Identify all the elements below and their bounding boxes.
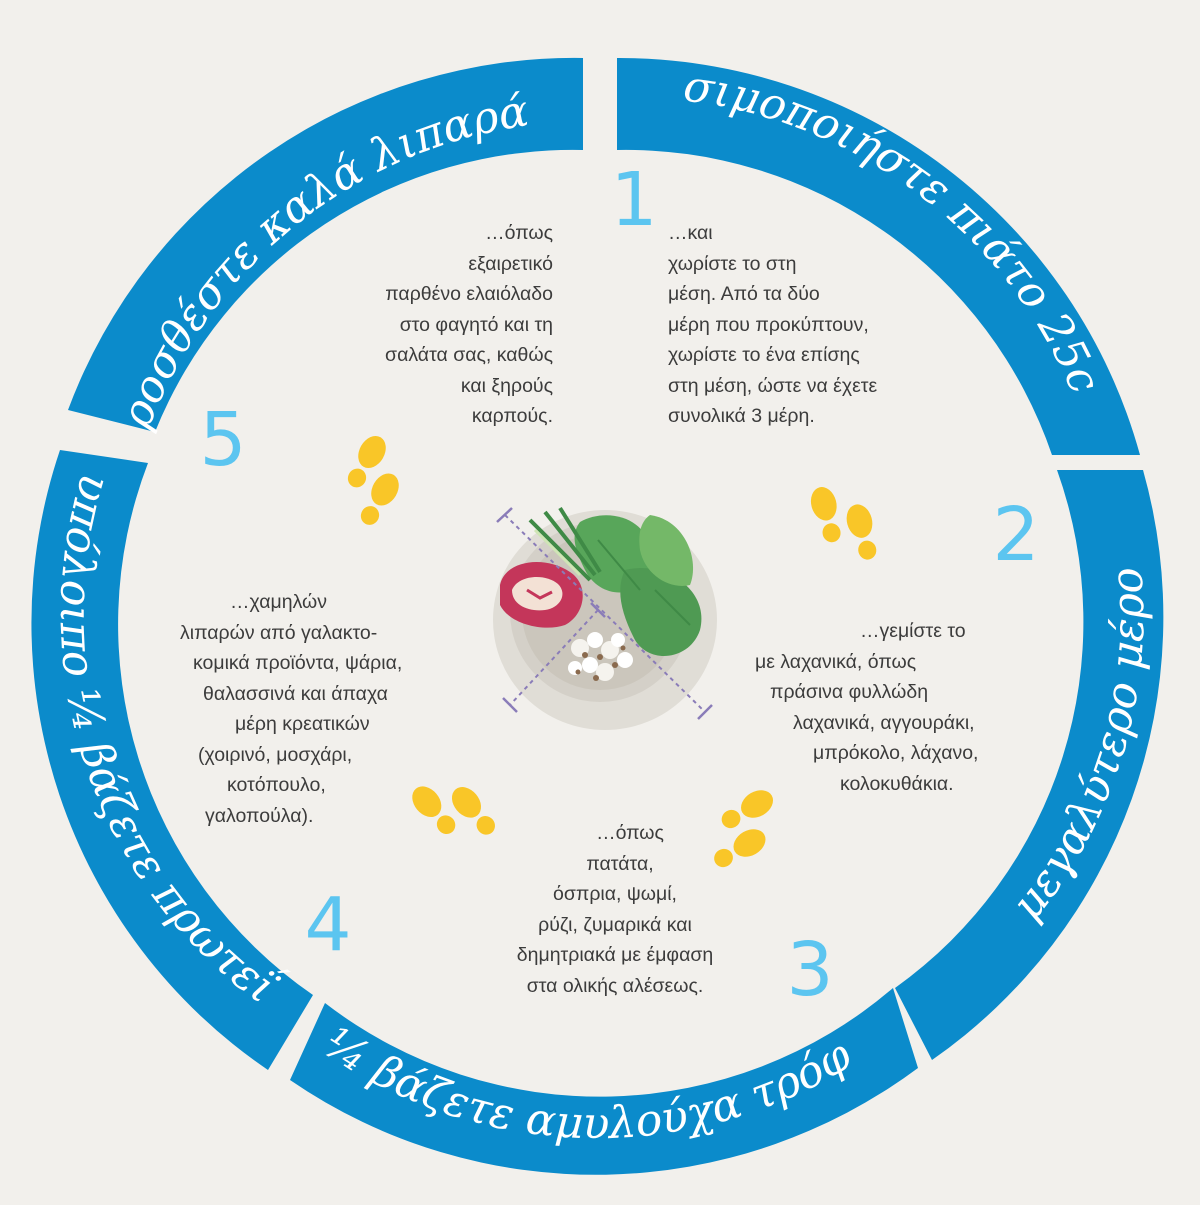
step-4-line: …χαμηλών <box>230 591 327 613</box>
step-3-line: …όπως <box>596 822 664 844</box>
banner-step-4-text: Στο υπόλοιπο ¼ βάζετε πρωτεΐνη… <box>0 0 292 1016</box>
step-2-line: λαχανικά, αγγουράκι, <box>793 711 975 734</box>
vegetables-icon <box>528 506 702 657</box>
step-5-line: στο φαγητό και τη <box>399 313 553 336</box>
banner-step-4: Στο υπόλοιπο ¼ βάζετε πρωτεΐνη… <box>0 0 292 1016</box>
step-1-line: χωρίστε το ένα επίσης <box>668 344 860 366</box>
footprints-icon <box>807 476 881 570</box>
ring-segment-4 <box>31 450 314 1070</box>
step-5-line: …όπως <box>485 222 553 244</box>
step-3-line: ρύζι, ζυμαρικά και <box>538 913 692 936</box>
grains-icon <box>568 632 633 681</box>
step-number-4: 4 <box>304 882 351 968</box>
step-3-line: δημητριακά με έμφαση <box>516 944 714 966</box>
step-number-5: 5 <box>199 397 246 483</box>
step-3-line: όσπρια, ψωμί, <box>553 883 677 905</box>
step-4-line: μέρη κρεατικών <box>235 713 370 735</box>
step-2-text: …γεμίστε το με λαχανικά, όπως πράσινα φυ… <box>755 616 978 799</box>
step-4-line: θαλασσινά και άπαχα <box>203 682 388 705</box>
ring-segment-3 <box>290 988 918 1175</box>
step-4-line: κοτόπουλο, <box>227 774 326 796</box>
plate-divider-ticks <box>496 507 713 720</box>
step-number-1: 1 <box>610 157 657 243</box>
step-2-line: με λαχανικά, όπως <box>755 650 917 673</box>
step-4-line: γαλοπούλα). <box>205 804 314 827</box>
step-1-text: …και χωρίστε το στη μέση. Από τα δύο μέρ… <box>668 218 877 432</box>
step-5-line: εξαιρετικό <box>468 252 553 275</box>
step-1-line: …και <box>668 222 713 244</box>
step-2-line: μπρόκολο, λάχανο, <box>813 742 979 764</box>
step-4-line: κομικά προϊόντα, ψάρια, <box>193 652 403 674</box>
step-1-line: μέση. Από τα δύο <box>668 283 820 305</box>
step-4-line: (χοιρινό, μοσχάρι, <box>198 743 353 766</box>
step-number-3: 3 <box>786 927 833 1013</box>
step-5-line: και ξηρούς <box>460 374 553 397</box>
footprints-icon <box>328 431 417 530</box>
ring-segment-5 <box>68 57 583 432</box>
step-2-line: …γεμίστε το <box>860 620 966 642</box>
step-3-line: στα ολικής αλέσεως. <box>526 974 704 997</box>
step-3-text: …όπως πατάτα, όσπρια, ψωμί, ρύζι, ζυμαρι… <box>470 818 760 1001</box>
step-4-line: λιπαρών από γαλακτο- <box>180 621 378 644</box>
step-1-line: συνολικά 3 μέρη. <box>668 405 815 427</box>
step-5-line: παρθένο ελαιόλαδο <box>385 283 553 305</box>
ring-segment-1 <box>617 57 1140 455</box>
step-4-text: …χαμηλών λιπαρών από γαλακτο- κομικά προ… <box>180 587 402 831</box>
ring-segment-2 <box>895 470 1164 1060</box>
step-number-2: 2 <box>992 492 1039 578</box>
ring <box>31 57 1164 1175</box>
step-1-line: στη μέση, ώστε να έχετε <box>668 374 878 397</box>
plate-divider-lines <box>504 514 706 713</box>
meat-icon <box>500 562 583 628</box>
plate-icon <box>493 506 717 730</box>
step-5-line: σαλάτα σας, καθώς <box>385 344 553 366</box>
step-5-text: …όπως εξαιρετικό παρθένο ελαιόλαδο στο φ… <box>300 218 553 432</box>
step-3-line: πατάτα, <box>586 852 654 875</box>
step-2-line: κολοκυθάκια. <box>840 772 954 795</box>
step-1-line: χωρίστε το στη <box>668 252 797 275</box>
step-2-line: πράσινα φυλλώδη <box>770 681 929 703</box>
step-1-line: μέρη που προκύπτουν, <box>668 313 869 336</box>
step-5-line: καρπούς. <box>471 405 553 427</box>
